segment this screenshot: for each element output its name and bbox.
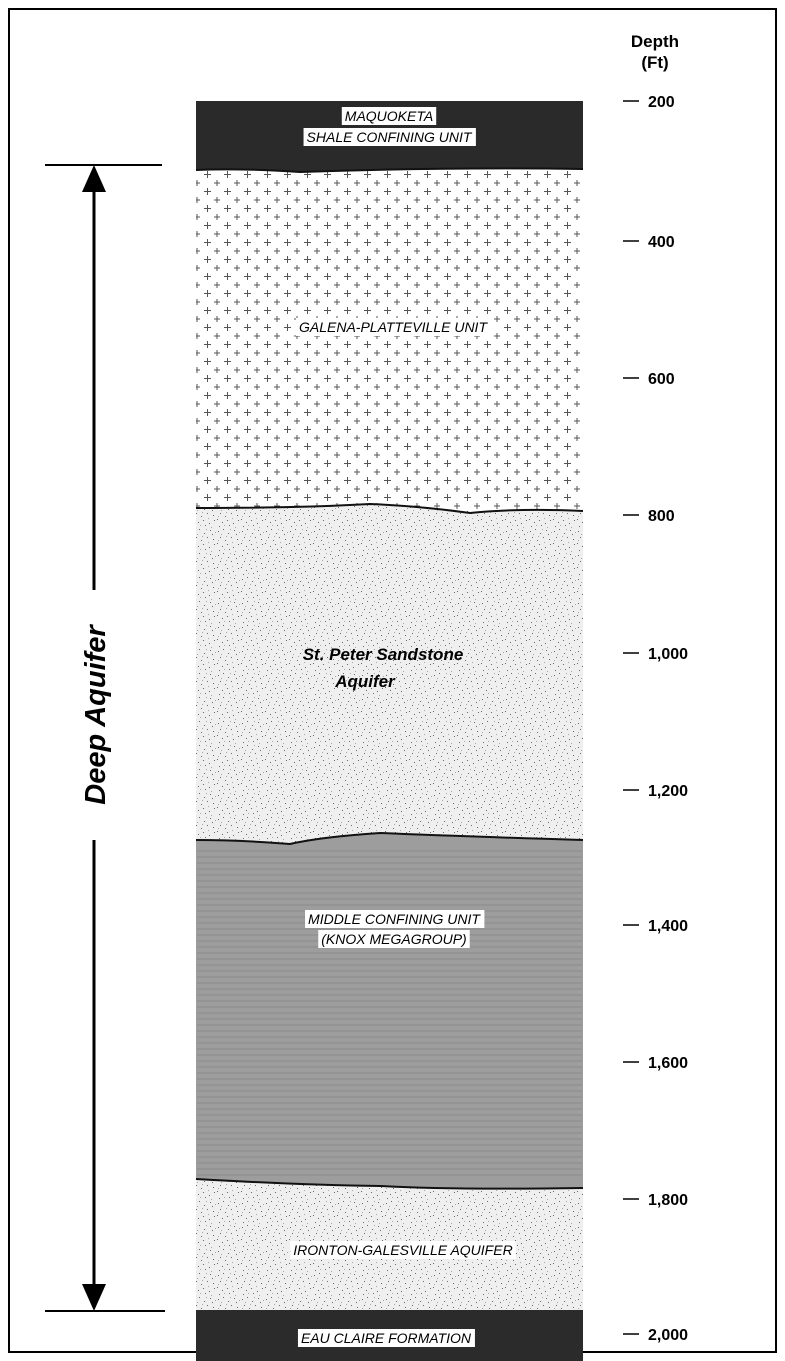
depth-tick-label: 800	[648, 508, 675, 525]
depth-tick-label: 600	[648, 371, 675, 388]
maquoketa-label-background	[303, 128, 476, 146]
depth-tick-label: 1,600	[648, 1055, 688, 1072]
boundary-line	[195, 167, 584, 174]
depth-header-line2: (Ft)	[641, 53, 668, 72]
middle-layer-banding	[197, 850, 582, 1176]
arrow-up-icon	[82, 165, 106, 192]
depth-tick-label: 2,000	[648, 1327, 688, 1344]
ironton-label-background	[290, 1241, 516, 1259]
depth-tick-label: 1,000	[648, 646, 688, 663]
st-peter-layer	[196, 504, 583, 844]
deep-aquifer-label: Deep Aquifer	[80, 624, 112, 805]
depth-tick-label: 200	[648, 94, 675, 111]
galena-platteville-layer	[196, 168, 583, 513]
eauclaire-label-line: EAU CLAIRE FORMATION	[301, 1330, 472, 1346]
depth-header-line1: Depth	[631, 32, 679, 51]
maquoketa-label-line: MAQUOKETA	[345, 108, 433, 124]
depth-tick-label: 1,200	[648, 783, 688, 800]
middle-confining-layer	[196, 833, 583, 1189]
galena-label-background	[295, 318, 492, 336]
stpeter-label-line: St. Peter Sandstone	[303, 645, 464, 664]
boundary-line	[195, 502, 584, 515]
eauclaire-label-background	[297, 1329, 475, 1347]
galena-label-line: GALENA-PLATTEVILLE UNIT	[299, 319, 488, 335]
maquoketa-label-background	[341, 107, 437, 125]
arrow-down-icon	[82, 1284, 106, 1311]
middle-label-line: (KNOX MEGAGROUP)	[321, 931, 466, 947]
middle-label-background	[318, 930, 470, 948]
middle-label-line: MIDDLE CONFINING UNIT	[308, 911, 481, 927]
middle-label-background	[305, 910, 485, 928]
ironton-label-line: IRONTON-GALESVILLE AQUIFER	[293, 1242, 512, 1258]
depth-tick-label: 1,400	[648, 918, 688, 935]
depth-tick-label: 400	[648, 234, 675, 251]
stpeter-label-line: Aquifer	[334, 672, 396, 691]
depth-tick-label: 1,800	[648, 1192, 688, 1209]
maquoketa-label-line: SHALE CONFINING UNIT	[307, 129, 473, 145]
boundary-line	[195, 831, 584, 846]
boundary-line	[195, 1178, 584, 1190]
